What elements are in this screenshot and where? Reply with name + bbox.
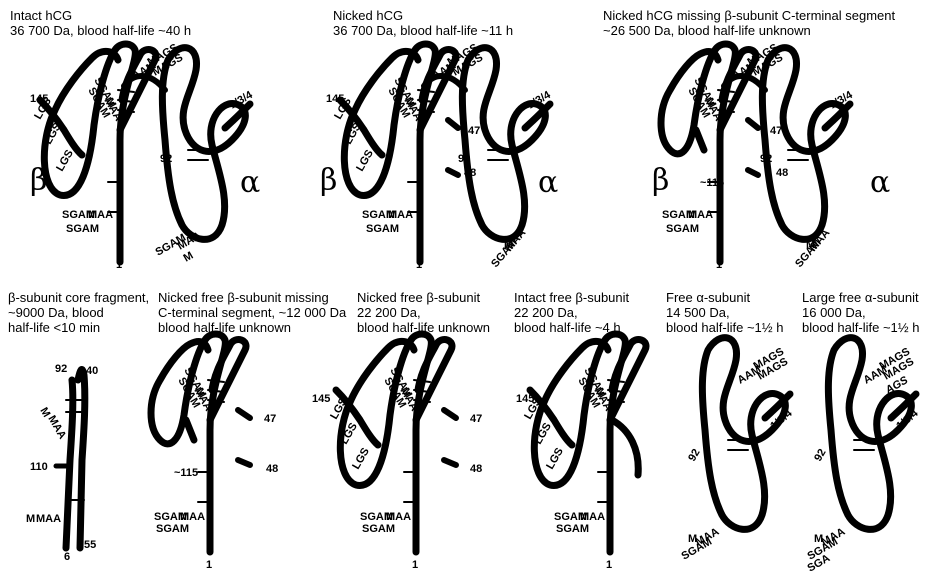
label-40: 40 [86, 365, 98, 377]
label-1: 1 [412, 559, 418, 571]
label-48: 48 [470, 463, 482, 475]
label-110: 110 [30, 461, 48, 473]
label-47: 47 [264, 413, 276, 425]
label-1: 1 [716, 259, 722, 271]
label-maa: MAA [45, 414, 68, 442]
label-lgs: LGS [354, 148, 376, 174]
label-47: 47 [468, 125, 480, 137]
label-maa: MAA [388, 209, 413, 221]
label-1: 1 [116, 259, 122, 271]
label-48: 48 [464, 167, 476, 179]
label-6: 6 [64, 551, 70, 563]
label-sgam: SGAM [156, 523, 189, 535]
label-55: 55 [84, 539, 96, 551]
label-92: 92 [458, 153, 470, 165]
label-sgam: SGAM [66, 223, 99, 235]
label-47: 47 [470, 413, 482, 425]
label-lgs: LGS [544, 446, 566, 472]
label-1: 1 [206, 559, 212, 571]
label-m: M [806, 239, 815, 251]
alpha-symbol: α [870, 165, 890, 200]
label-maa: MAA [580, 511, 605, 523]
label-sgam: SGAM [556, 523, 589, 535]
label-115: ~115 [700, 177, 724, 189]
label-92: 92 [812, 447, 829, 464]
label-48: 48 [776, 167, 788, 179]
panel-intact-hcg-labels: 145 LGS LGS LGS SGAM SGAM MAA AAM MAGS M… [30, 42, 260, 271]
label-92: 92 [686, 447, 703, 464]
label-92: 92 [55, 363, 67, 375]
label-92: 92 [160, 153, 172, 165]
label-48: 48 [266, 463, 278, 475]
beta-symbol: β [320, 163, 337, 198]
label-115: ~115 [174, 467, 198, 479]
label-sgam: SGAM [366, 223, 399, 235]
label-92: 92 [760, 153, 772, 165]
label-1: 1 [606, 559, 612, 571]
label-maa: MAA [88, 209, 113, 221]
panel-nicked-hcg-missing-labels: SGAM SGAM MAA AAM MAGS MAGS 1/3/4 47 48 … [652, 42, 890, 271]
label-maa: MAA [180, 511, 205, 523]
panel-intact-free-beta-labels: 145 LGS LGS LGS SGAM SGAM MAA SGAM MAA S… [516, 366, 614, 572]
panel-large-free-alpha-labels: AAM MAGS MAGS AGS 1/3/4 92 M MAA SGAM SG… [806, 346, 922, 575]
label-maa: MAA [386, 511, 411, 523]
alpha-symbol: α [240, 165, 260, 200]
label-m: M [182, 250, 196, 265]
beta-symbol: β [30, 163, 47, 198]
label-sgam: SGAM [362, 523, 395, 535]
label-m: M [26, 513, 35, 525]
beta-symbol: β [652, 163, 669, 198]
alpha-symbol: α [538, 165, 558, 200]
panel-nicked-hcg-labels: 145 LGS LGS LGS SGAM SGAM MAA AAM MAGS M… [320, 42, 558, 271]
label-sgam: SGAM [666, 223, 699, 235]
label-maa: MAA [688, 209, 713, 221]
label-145: 145 [312, 393, 330, 405]
label-lgs: LGS [54, 148, 76, 174]
label-maa: MAA [36, 513, 61, 525]
label-1: 1 [416, 259, 422, 271]
label-m: M [504, 239, 513, 251]
label-lgs: LGS [350, 446, 372, 472]
label-47: 47 [770, 125, 782, 137]
